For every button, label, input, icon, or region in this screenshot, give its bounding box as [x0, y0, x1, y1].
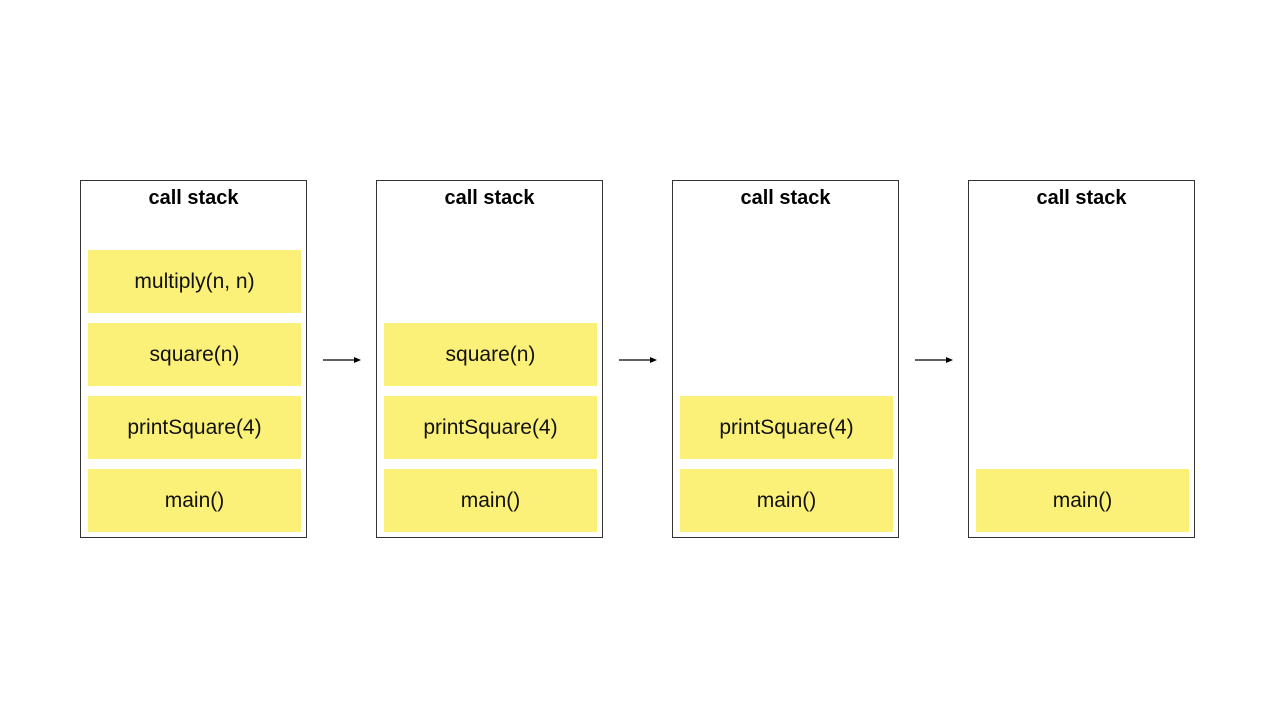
- call-stack-title: call stack: [148, 187, 239, 209]
- stack-frame-print-square: printSquare(4): [680, 396, 893, 459]
- arrow-right-icon: [323, 357, 361, 363]
- call-stack-title: call stack: [444, 187, 535, 209]
- arrow-right-icon: [619, 357, 657, 363]
- call-stack-2: call stack square(n) printSquare(4) main…: [376, 180, 603, 538]
- stack-frame-main: main(): [680, 469, 893, 532]
- stack-frame-square: square(n): [88, 323, 301, 386]
- arrow-right-icon: [915, 357, 953, 363]
- stack-frame-main: main(): [88, 469, 301, 532]
- call-stack-3: call stack printSquare(4) main(): [672, 180, 899, 538]
- stack-frame-main: main(): [384, 469, 597, 532]
- stack-frame-print-square: printSquare(4): [384, 396, 597, 459]
- call-stack-title: call stack: [1036, 187, 1127, 209]
- stack-frame-main: main(): [976, 469, 1189, 532]
- call-stack-4: call stack main(): [968, 180, 1195, 538]
- stack-frame-print-square: printSquare(4): [88, 396, 301, 459]
- stack-frame-square: square(n): [384, 323, 597, 386]
- call-stack-title: call stack: [740, 187, 831, 209]
- call-stack-1: call stack multiply(n, n) square(n) prin…: [80, 180, 307, 538]
- stack-frame-multiply: multiply(n, n): [88, 250, 301, 313]
